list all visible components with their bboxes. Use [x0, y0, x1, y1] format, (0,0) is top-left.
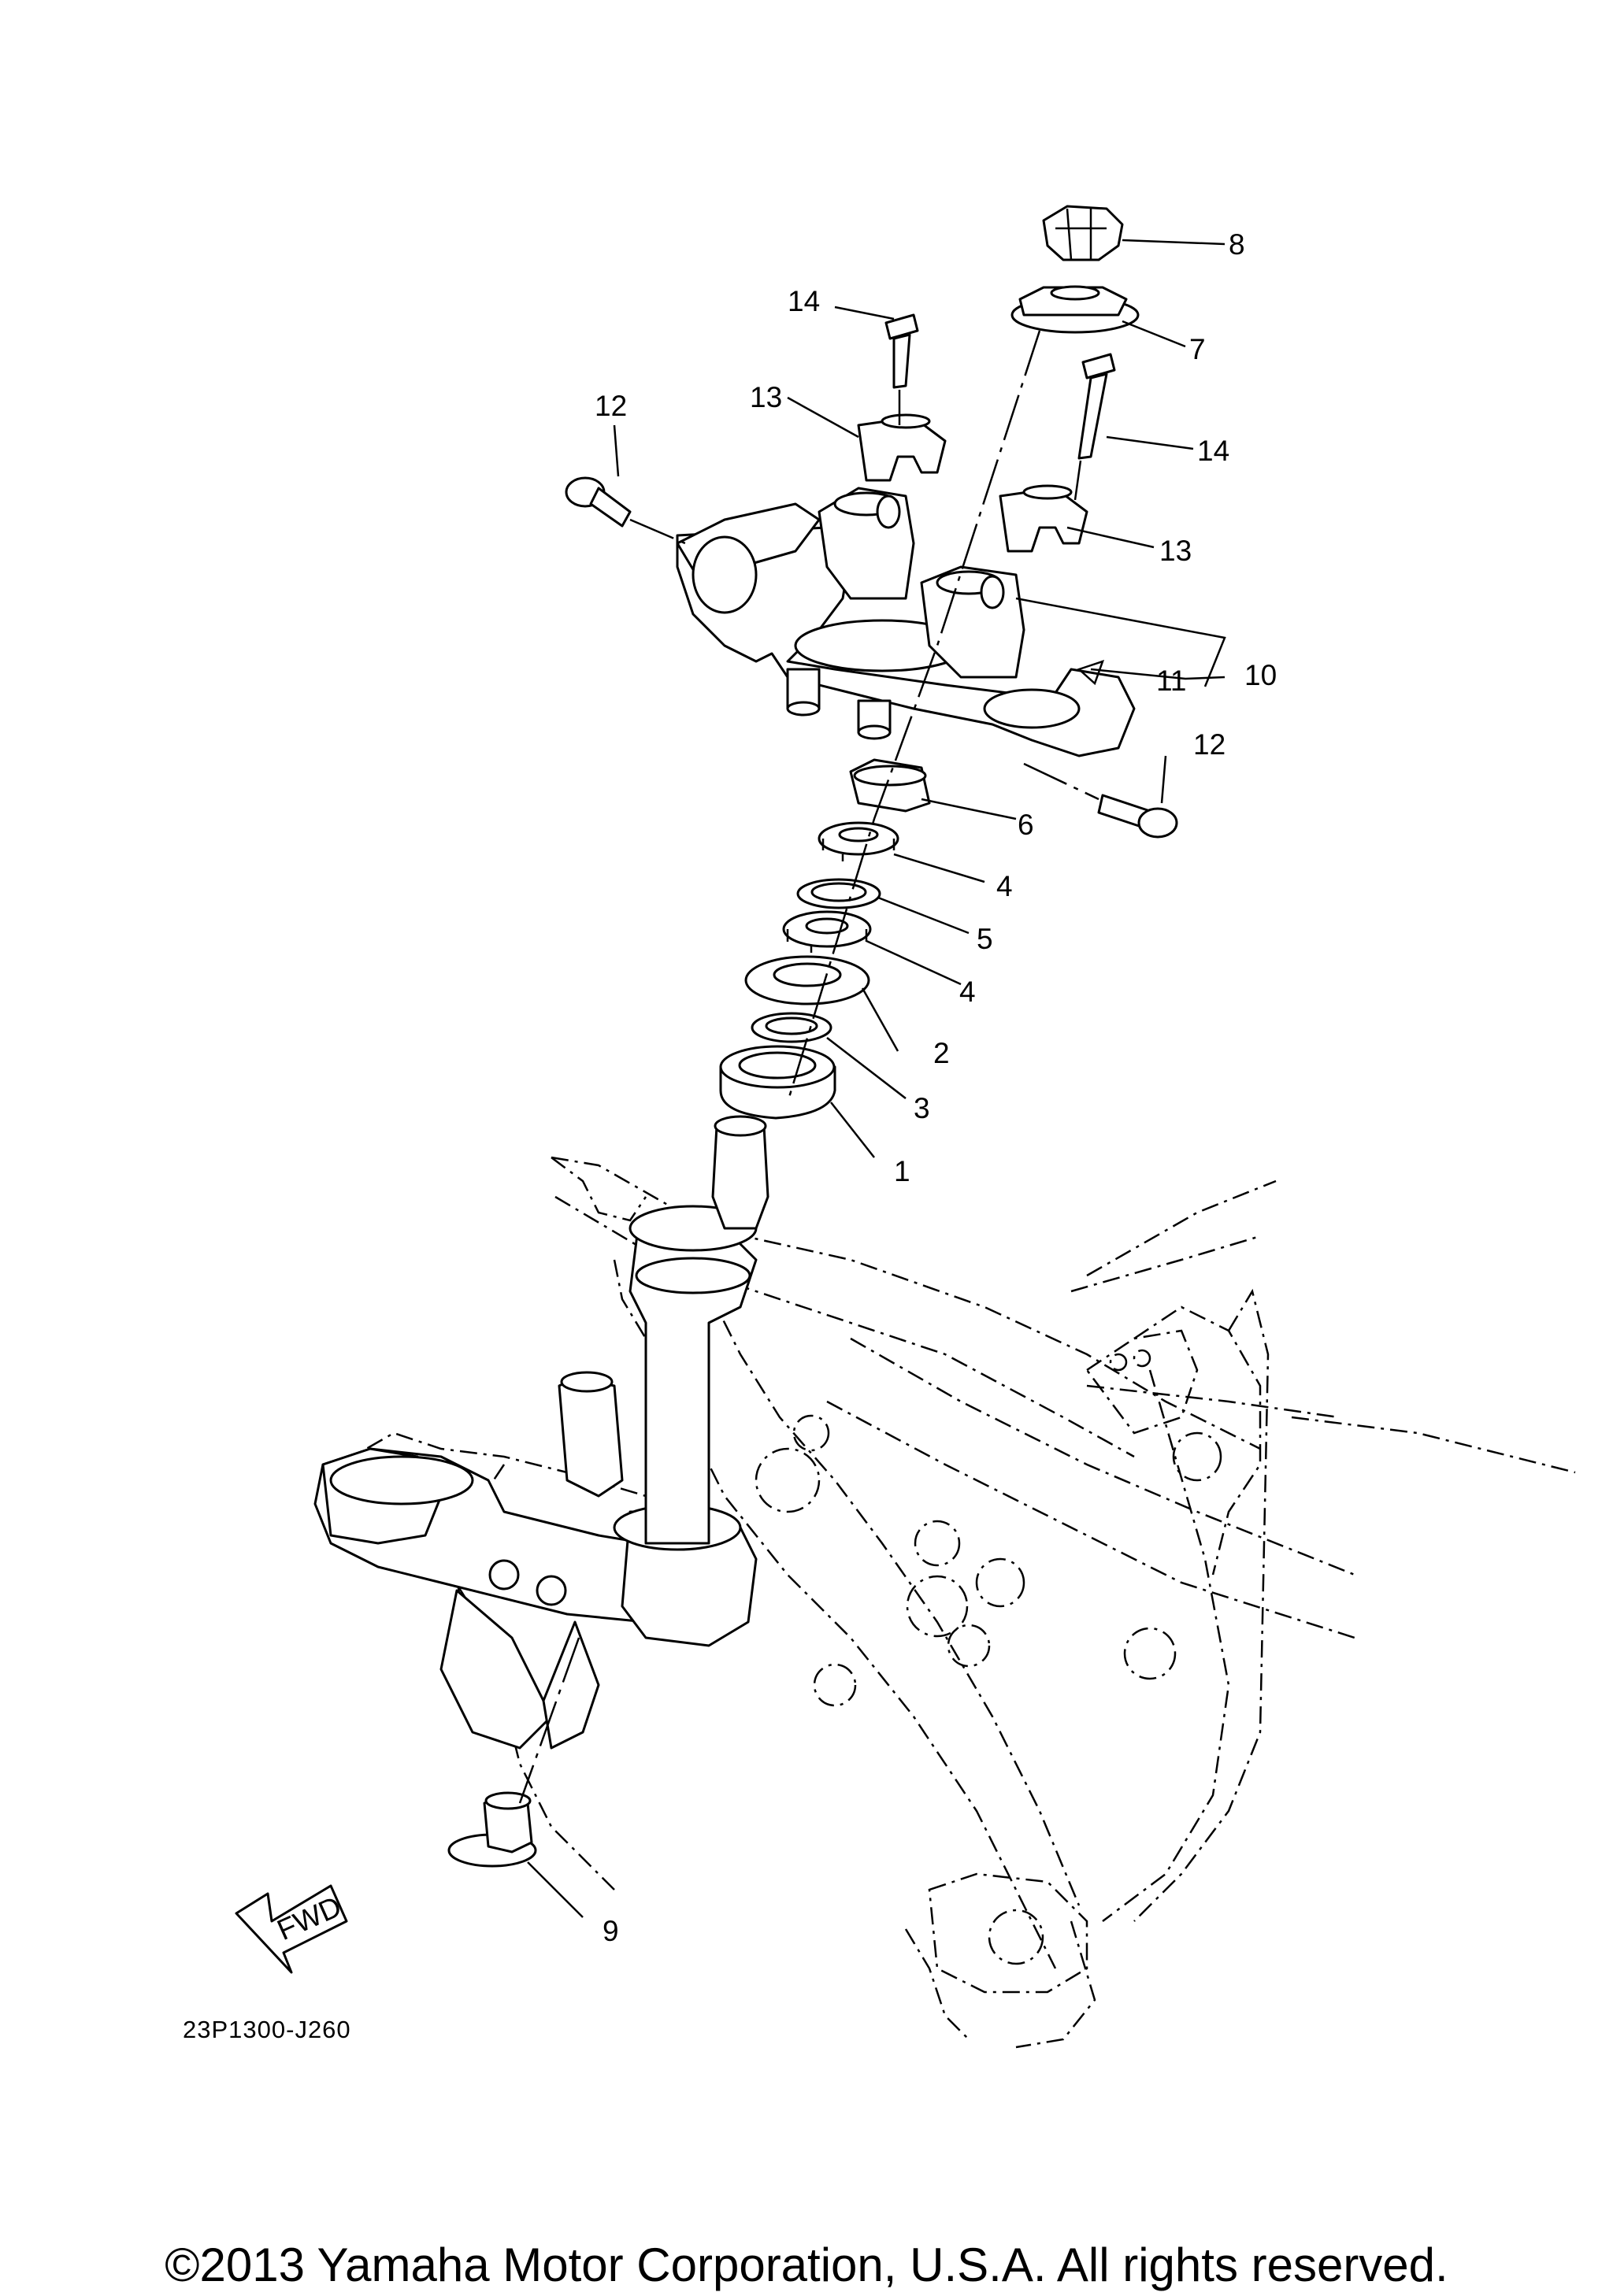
bolt-12-right-axis [1023, 762, 1099, 801]
callout-2: 2 [933, 1037, 950, 1069]
bolt-12-left [565, 476, 632, 528]
leader-lines [527, 239, 1226, 1918]
upper-bracket [676, 487, 1136, 757]
lower-bracket-assembly [313, 1115, 769, 1750]
bolt-12-right [1097, 794, 1178, 839]
copyright-notice: ©2013 Yamaha Motor Corporation, U.S.A. A… [165, 2239, 1448, 2291]
callout-13-right: 13 [1159, 535, 1192, 567]
callout-12-right: 12 [1193, 728, 1226, 761]
callout-8: 8 [1229, 228, 1245, 261]
steering-stem-cap [1042, 205, 1124, 261]
callout-1: 1 [894, 1155, 910, 1187]
diagram-code: 23P1300-J260 [183, 2016, 351, 2043]
bolt-14-left [884, 313, 919, 389]
forward-direction-arrow: FWD [235, 1884, 348, 1974]
callout-12-left: 12 [595, 390, 627, 422]
callout-10: 10 [1244, 659, 1277, 691]
callout-13-left: 13 [750, 381, 782, 413]
callout-7: 7 [1189, 333, 1206, 365]
bolt-14-right [1077, 353, 1116, 460]
callout-14-left: 14 [788, 285, 820, 317]
callout-6: 6 [1018, 809, 1034, 841]
dust-cover-2 [744, 955, 870, 1005]
bearing-1 [719, 1045, 836, 1120]
dust-seal-3 [751, 1012, 832, 1043]
callout-14-right: 14 [1197, 435, 1229, 467]
callout-3: 3 [914, 1092, 930, 1124]
callout-11: 11 [1156, 665, 1186, 697]
handlebar-holder-upper-right [999, 484, 1088, 553]
steering-stem-nut [1010, 285, 1140, 334]
callouts: 8 7 14 14 12 13 13 10 11 12 6 4 5 4 2 3 … [595, 228, 1277, 1947]
lower-axis-line [518, 1637, 580, 1804]
callout-4-upper: 4 [996, 870, 1013, 902]
ring-nut-4-lower [782, 910, 872, 953]
lock-washer-5 [796, 878, 881, 909]
ring-nut-4-upper [818, 821, 899, 861]
handlebar-holder-upper-left [857, 413, 947, 482]
steering-axis-line [786, 330, 1041, 1103]
callout-4-lower: 4 [959, 976, 976, 1008]
callout-5: 5 [977, 923, 993, 955]
bolt-12-left-axis [629, 518, 686, 545]
washer-6 [849, 758, 931, 813]
bolt-14-right-axis [1073, 460, 1082, 501]
callout-9: 9 [603, 1915, 619, 1947]
steering-nut-9 [447, 1791, 537, 1868]
